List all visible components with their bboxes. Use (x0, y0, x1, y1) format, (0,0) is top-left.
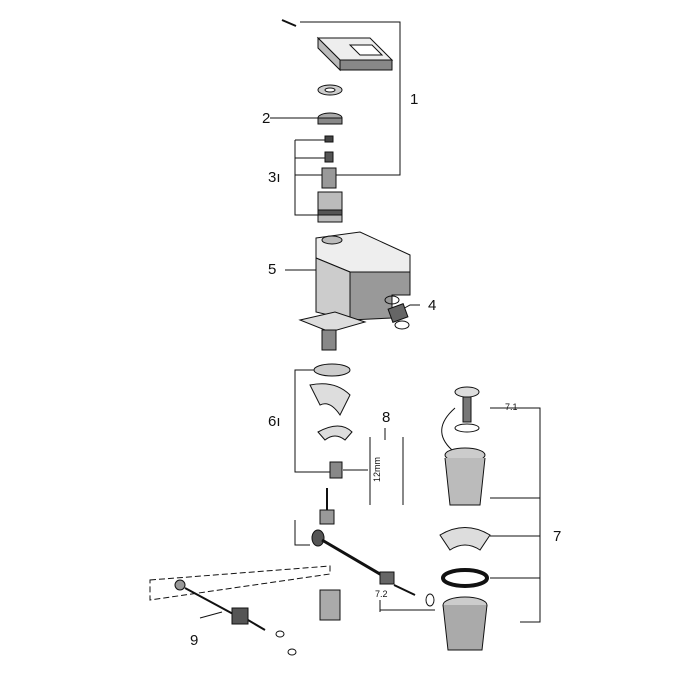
handle-part (281, 19, 394, 72)
label-part-7-1: 7.1 (505, 402, 518, 412)
fixing-set (309, 363, 353, 525)
label-part-6: 6ı (268, 413, 281, 430)
pop-up-rod (311, 529, 435, 621)
label-part-7-2: 7.2 (375, 589, 388, 599)
leader-lines (149, 21, 541, 623)
label-part-4: 4 (428, 297, 437, 314)
cartridge (317, 167, 343, 223)
faucet-body (298, 231, 411, 351)
aerator (384, 295, 410, 330)
dimension-label: 12mm (372, 456, 382, 482)
label-part-5: 5 (268, 261, 277, 278)
hose (174, 579, 297, 656)
label-part-7: 7 (553, 528, 562, 545)
waste-set (439, 386, 491, 651)
label-part-1: 1 (410, 91, 419, 108)
label-part-2: 2 (262, 110, 271, 127)
rings (317, 84, 343, 163)
label-part-3: 3ı (268, 169, 281, 186)
label-part-8: 8 (382, 409, 391, 426)
label-part-9: 9 (190, 632, 199, 649)
